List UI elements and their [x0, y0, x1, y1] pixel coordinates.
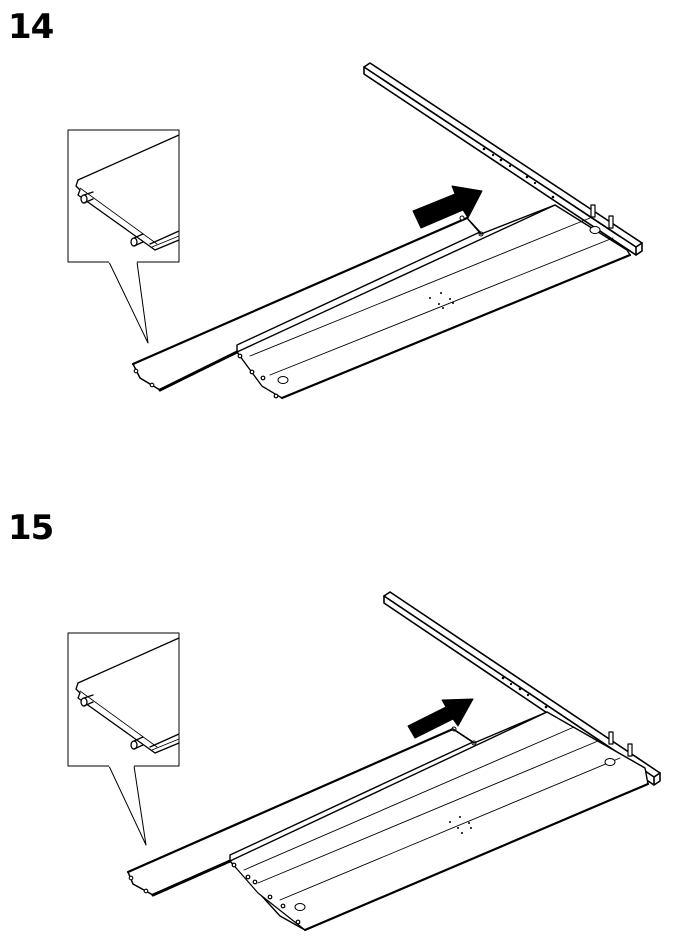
detail-callout	[67, 632, 180, 846]
step-15: 15	[0, 497, 673, 937]
step-number: 14	[8, 7, 54, 47]
board-main-edge	[229, 860, 306, 931]
board-sliding	[131, 204, 556, 392]
hole-pattern	[429, 292, 454, 309]
step-14-illustration	[67, 62, 643, 400]
push-arrow-icon	[412, 185, 483, 229]
push-arrow-icon	[407, 698, 474, 739]
board-main-edge	[236, 351, 283, 399]
step-14: 14	[8, 7, 643, 400]
rail	[363, 62, 643, 256]
detail-callout	[67, 129, 180, 344]
hole-pattern	[449, 816, 472, 834]
rail-holes	[501, 676, 548, 709]
rail-pegs	[590, 204, 614, 229]
board-sliding	[126, 711, 548, 897]
step-number: 15	[8, 508, 54, 548]
rail-pegs	[608, 731, 633, 757]
step-15-illustration	[67, 591, 661, 932]
rail-holes	[482, 147, 555, 199]
